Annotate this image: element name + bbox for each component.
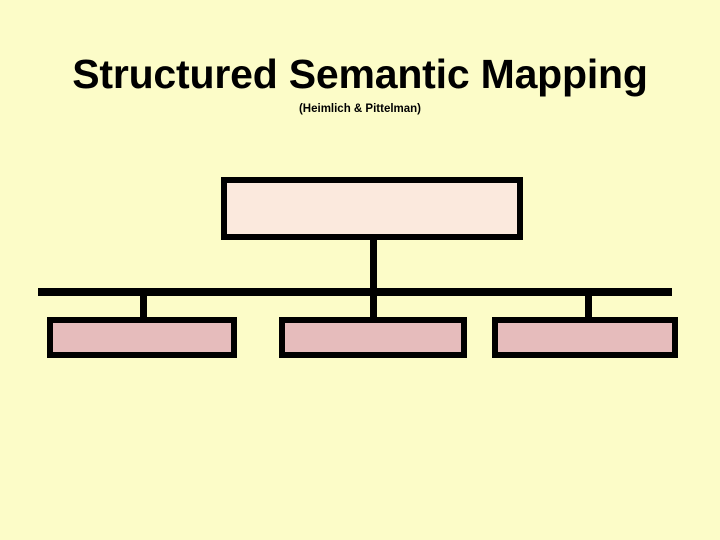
- connector-to-child-1: [140, 294, 147, 318]
- child-node-box-3[interactable]: [492, 317, 678, 358]
- page-title: Structured Semantic Mapping: [72, 51, 648, 97]
- connector-to-child-3: [585, 294, 592, 318]
- title-block: Structured Semantic Mapping (Heimlich & …: [0, 51, 720, 116]
- connector-to-child-2: [370, 294, 377, 318]
- connector-horizontal-bar: [38, 288, 672, 296]
- connector-root-stem: [370, 240, 377, 290]
- page-subtitle: (Heimlich & Pittelman): [298, 103, 422, 116]
- child-node-box-1[interactable]: [47, 317, 237, 358]
- root-node-box[interactable]: [221, 177, 523, 240]
- child-node-box-2[interactable]: [279, 317, 467, 358]
